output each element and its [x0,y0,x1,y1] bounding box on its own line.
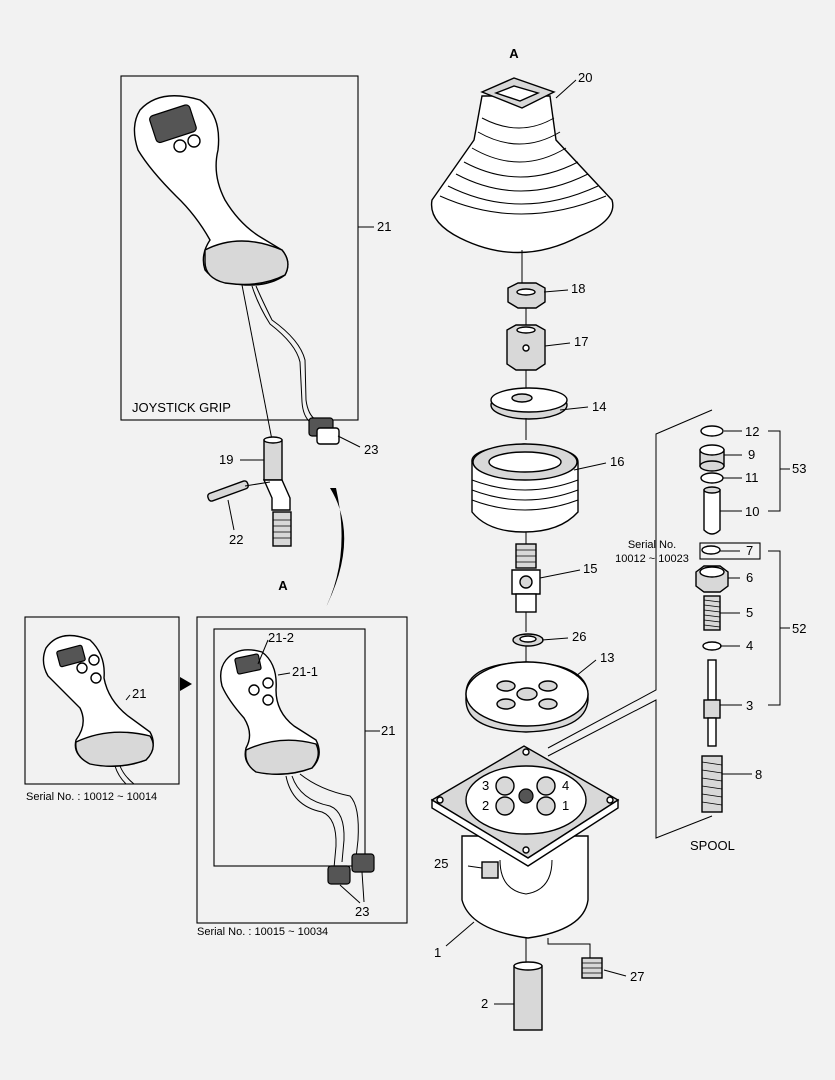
leader-lines [125,79,752,1005]
port-number-2: 2 [482,798,489,813]
port-number-4: 4 [562,778,569,793]
port-number-1: 1 [562,798,569,813]
part-number-2: 2 [481,996,488,1011]
part-1-body [430,745,620,939]
part-20-boot [430,77,614,254]
part-25-plug [481,861,499,879]
serial-b-label: Serial No. : 10015 ~ 10034 [197,926,328,938]
joystick-grip-serial-a [42,634,154,785]
serial-c-label-1: Serial No. [628,539,676,551]
part-number-8: 8 [755,767,762,782]
part-number-12: 12 [745,424,759,439]
part-16-boot [471,443,579,533]
part-number-22: 22 [229,532,243,547]
serial-a-label: Serial No. : 10012 ~ 10014 [26,791,157,803]
part-number-21-1: 21-1 [292,664,318,679]
part-2-pin [513,961,543,1031]
part-number-18: 18 [571,281,585,296]
part-number-11: 11 [745,470,759,485]
part-number-13: 13 [600,650,614,665]
part-number-23-b: 23 [355,904,369,919]
serial-c-label-2: 10012 ~ 10023 [615,553,689,565]
part-number-16: 16 [610,454,624,469]
part-number-21-a: 21 [132,686,146,701]
joystick-grip-frame [120,75,359,421]
joystick-grip-label: JOYSTICK GRIP [132,400,231,415]
part-number-19: 19 [219,452,233,467]
part-number-1: 1 [434,945,441,960]
ref-a-top: A [509,46,519,61]
serial-b-frame [196,616,408,924]
serial-a-frame [24,616,180,785]
part-number-15: 15 [583,561,597,576]
part-15-joint [511,543,541,613]
part-19-22-assembly [207,436,292,547]
part-number-7: 7 [746,543,753,558]
port-number-3: 3 [482,778,489,793]
part-number-53: 53 [792,461,806,476]
part-18-nut [507,282,546,309]
part-27-plug [581,957,603,979]
part-number-20: 20 [578,70,592,85]
part-17-coupling [506,324,546,371]
joystick-grip-serial-b [219,639,375,885]
part-number-21-main: 21 [377,219,391,234]
part-number-6: 6 [746,570,753,585]
part-number-14: 14 [592,399,606,414]
part-number-3: 3 [746,698,753,713]
ref-a-bottom: A [278,578,288,593]
spool-link-line [547,409,713,749]
part-13-plate [465,661,589,733]
serial-c-box [699,542,761,560]
part-number-23-main: 23 [364,442,378,457]
part-12-ring [700,425,724,437]
part-number-9: 9 [748,447,755,462]
part-number-25: 25 [434,856,448,871]
part-number-4: 4 [746,638,753,653]
part-14-plate [490,387,568,420]
serial-b-inner-frame [213,628,366,867]
part-number-27: 27 [630,969,644,984]
spool-assembly [695,425,729,813]
part-number-10: 10 [745,504,759,519]
curved-arrow-icon [322,488,345,615]
part-number-5: 5 [746,605,753,620]
spool-label: SPOOL [690,838,735,853]
part-number-52: 52 [792,621,806,636]
part-number-21-2: 21-2 [268,630,294,645]
part-number-26: 26 [572,629,586,644]
arrow-icon [180,677,192,691]
joystick-grip-main [133,95,340,445]
part-number-21-b: 21 [381,723,395,738]
part-number-17: 17 [574,334,588,349]
